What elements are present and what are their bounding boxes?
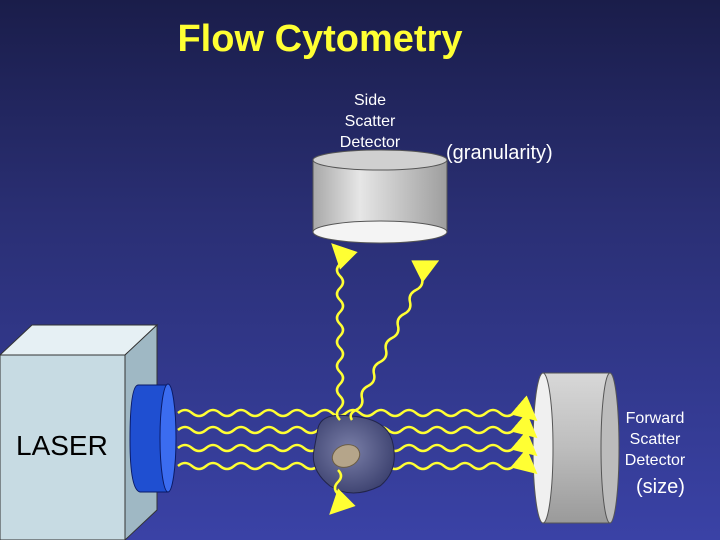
laser-lens xyxy=(129,383,177,493)
side-scatter-ray xyxy=(331,243,358,421)
forward-scatter-label-line: Forward xyxy=(625,410,685,427)
laser-label: LASER xyxy=(16,430,108,461)
side-scatter-rays xyxy=(329,243,440,515)
cell xyxy=(312,414,395,494)
page-title: Flow Cytometry xyxy=(177,18,463,60)
side-scatter-label-line: Detector xyxy=(339,134,401,151)
laser-box xyxy=(0,323,159,540)
size-note: (size) xyxy=(636,476,685,498)
laser-beam xyxy=(177,395,538,422)
side-scatter-ray xyxy=(349,260,440,421)
forward-scatter-label-line: Detector xyxy=(624,452,686,469)
side-scatter-label-line: Side xyxy=(353,92,387,109)
forward-scatter-detector-label: Forward Scatter Detector xyxy=(612,408,698,471)
side-scatter-detector-label: Side Scatter Detector xyxy=(330,90,410,153)
forward-scatter-label-line: Scatter xyxy=(629,431,681,448)
cell-nucleus xyxy=(331,444,361,468)
granularity-note: (granularity) xyxy=(446,142,553,164)
side-scatter-label-line: Scatter xyxy=(344,113,396,130)
side-scatter-ray xyxy=(329,469,356,515)
side-scatter-detector xyxy=(312,149,448,244)
forward-scatter-detector xyxy=(532,372,620,524)
